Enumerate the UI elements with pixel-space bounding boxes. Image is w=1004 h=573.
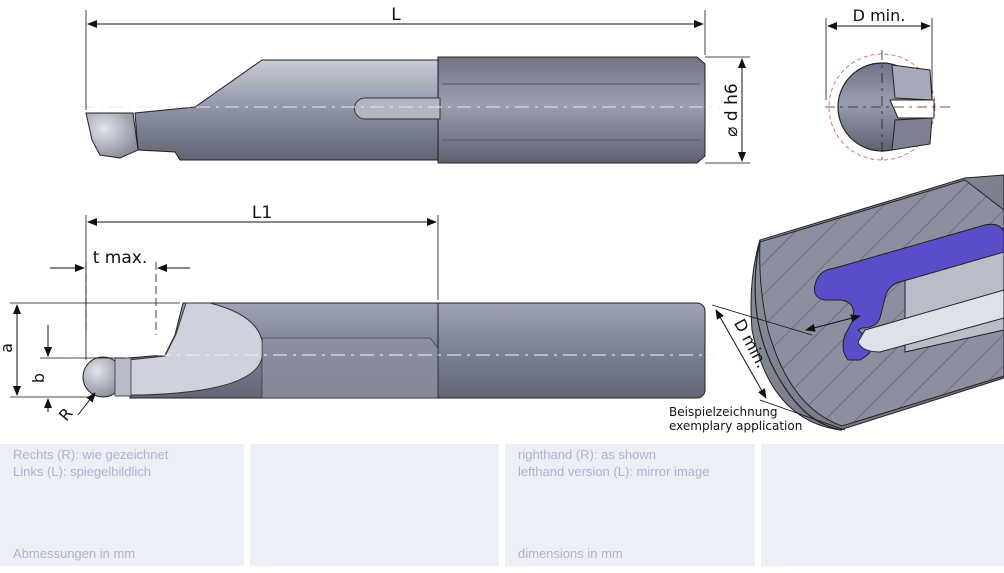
tool-side-view: L ⌀ d h6 [80,5,750,164]
info-panel-en: righthand (R): as shown lefthand version… [505,444,755,566]
handedness-right-de: Rechts (R): wie gezeichnet [13,447,169,462]
tool-top-view: L1 t max. a b R [0,203,715,425]
technical-drawing: L ⌀ d h6 D min. L1 [0,5,1004,431]
label-d-h6: ⌀ d h6 [722,83,742,136]
label-D-min-end: D min. [853,6,906,25]
info-panel-empty-1 [250,444,499,566]
info-panel-empty-2 [761,444,1004,566]
tool-neck [134,59,439,161]
dimension-line-R [77,392,96,416]
caption-line-de: Beispielzeichnung [669,405,778,419]
label-R: R [55,404,77,425]
application-caption: Beispielzeichnung exemplary application [669,405,802,433]
units-note-en: dimensions in mm [518,546,623,561]
label-b: b [29,373,48,383]
handedness-left-de: Links (L): spiegelbildlich [13,464,152,479]
application-example: D min. [711,174,1004,431]
tool-end-view: D min. [825,6,955,165]
label-L: L [391,5,401,25]
label-L1: L1 [252,203,272,223]
tool-cutting-head [85,112,139,159]
handedness-left-en: lefthand version (L): mirror image [518,464,710,479]
label-a: a [0,343,16,353]
caption-line-en: exemplary application [669,419,803,433]
units-note-de: Abmessungen in mm [13,546,136,561]
label-t-max: t max. [93,248,148,268]
dimension-line-D-min-app [715,309,767,399]
tool-shank [437,56,706,164]
top-view-shank [437,302,706,399]
info-panel-de: Rechts (R): wie gezeichnet Links (L): sp… [0,444,244,566]
handedness-right-en: righthand (R): as shown [518,447,657,462]
